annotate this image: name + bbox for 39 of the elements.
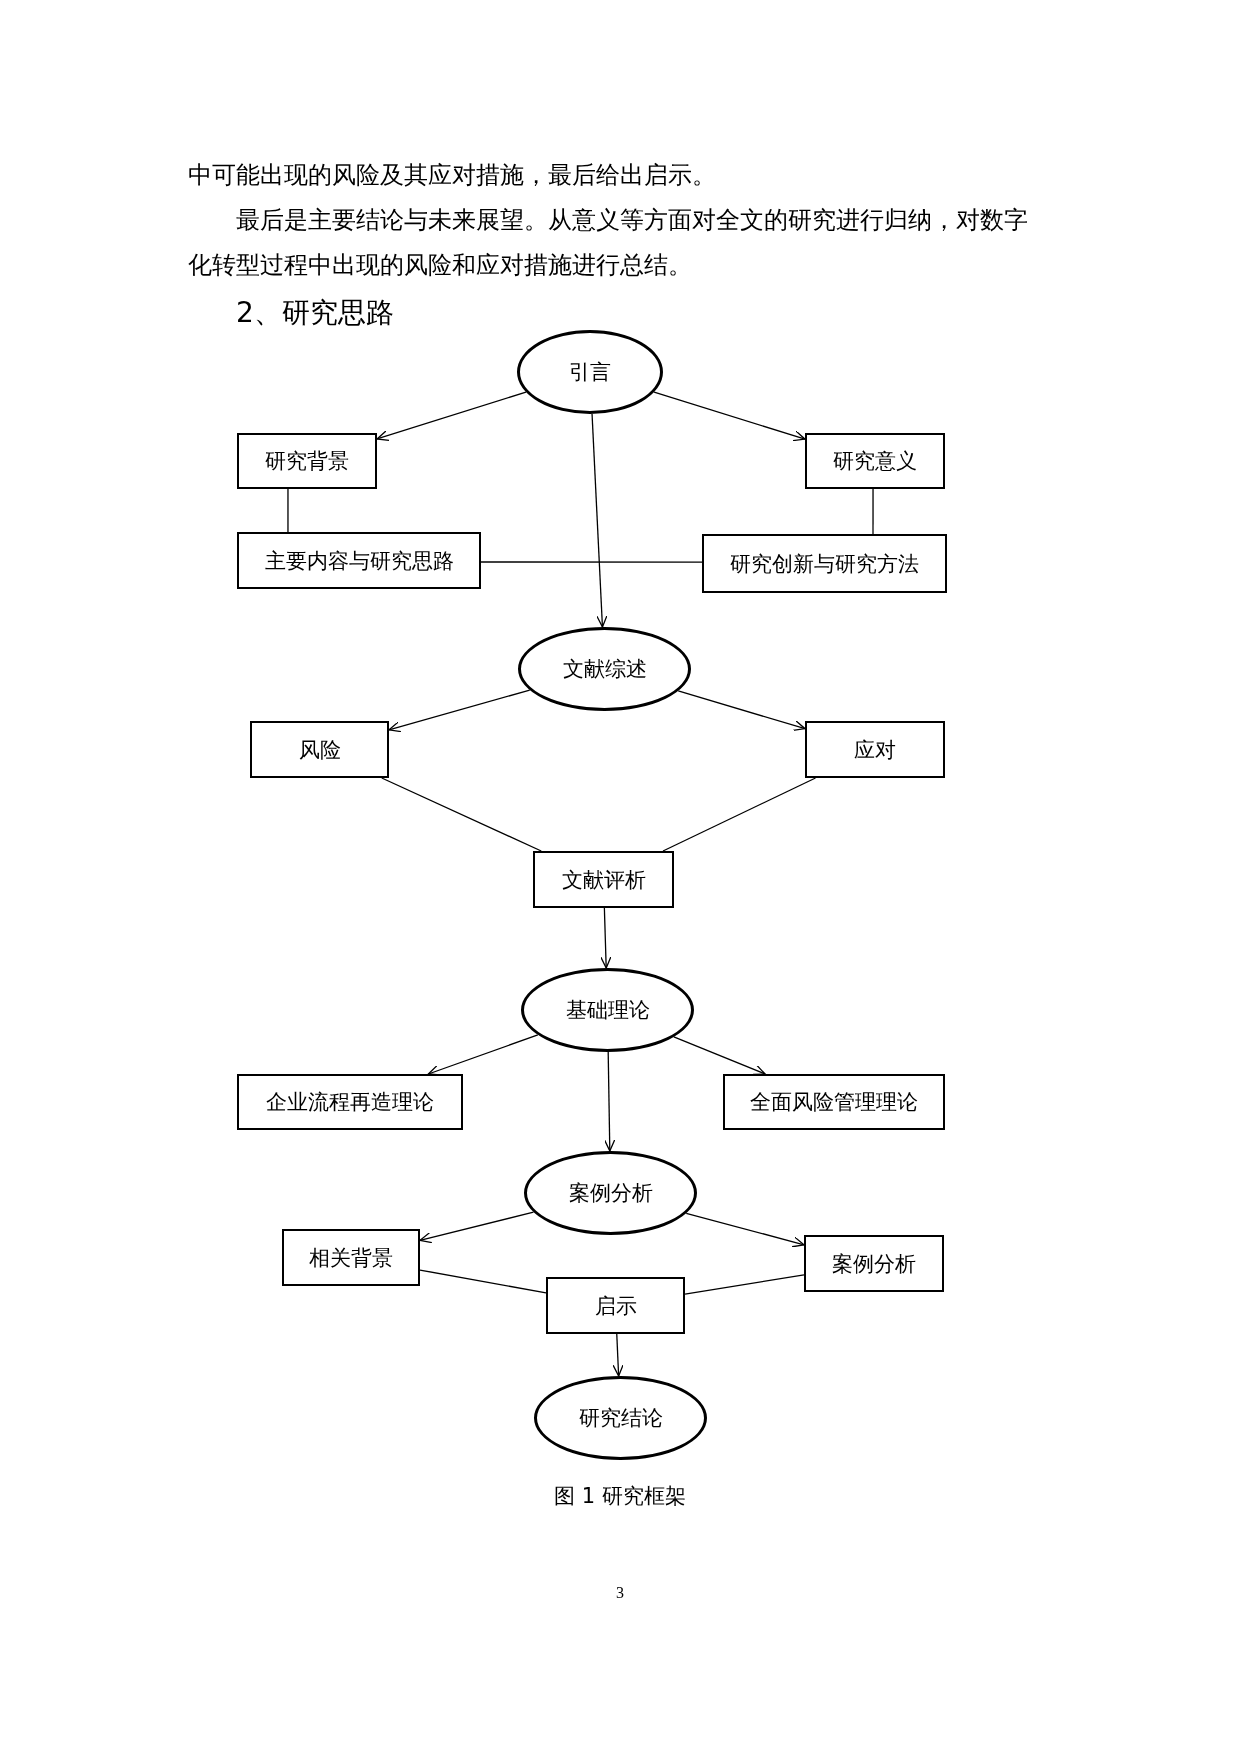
process-box: 企业流程再造理论 — [237, 1074, 463, 1130]
process-box: 研究背景 — [237, 433, 377, 489]
ellipse-node: 文献综述 — [518, 627, 691, 711]
process-box: 应对 — [805, 721, 945, 778]
connector-line — [480, 561, 703, 563]
arrow — [673, 1036, 766, 1076]
arrow — [388, 689, 531, 733]
process-box: 研究创新与研究方法 — [702, 534, 947, 593]
ellipse-node: 案例分析 — [524, 1151, 697, 1235]
arrow — [604, 1051, 616, 1152]
process-box: 启示 — [546, 1277, 685, 1334]
process-box: 研究意义 — [805, 433, 945, 489]
connector-line — [287, 488, 289, 533]
arrow — [600, 907, 612, 969]
figure-caption: 图 1 研究框架 — [553, 1483, 687, 1510]
connector-line — [662, 777, 817, 852]
arrow — [591, 413, 608, 628]
process-box: 主要内容与研究思路 — [237, 532, 481, 589]
page-number: 3 — [615, 1583, 625, 1603]
arrow — [427, 1034, 539, 1076]
process-box: 全面风险管理理论 — [723, 1074, 945, 1130]
section-heading: 2、研究思路 — [236, 295, 395, 331]
ellipse-node: 基础理论 — [521, 968, 694, 1052]
body-paragraph: 中可能出现的风险及其应对措施，最后给出启示。 — [188, 160, 717, 191]
arrow — [677, 690, 806, 731]
connector-line — [684, 1274, 805, 1295]
ellipse-node: 引言 — [517, 330, 663, 414]
process-box: 风险 — [250, 721, 389, 778]
arrow — [685, 1212, 805, 1248]
connector-line — [381, 777, 542, 852]
process-box: 文献评析 — [533, 851, 674, 908]
arrow — [612, 1333, 624, 1377]
process-box: 案例分析 — [804, 1235, 944, 1292]
ellipse-node: 研究结论 — [534, 1376, 707, 1460]
body-paragraph: 最后是主要结论与未来展望。从意义等方面对全文的研究进行归纳，对数字化转型过程中出现的风险和应对措施进行总结。 — [188, 205, 1029, 281]
process-box: 相关背景 — [282, 1229, 420, 1286]
connector-line — [419, 1269, 547, 1294]
connector-line — [872, 488, 874, 535]
arrow — [419, 1211, 535, 1244]
